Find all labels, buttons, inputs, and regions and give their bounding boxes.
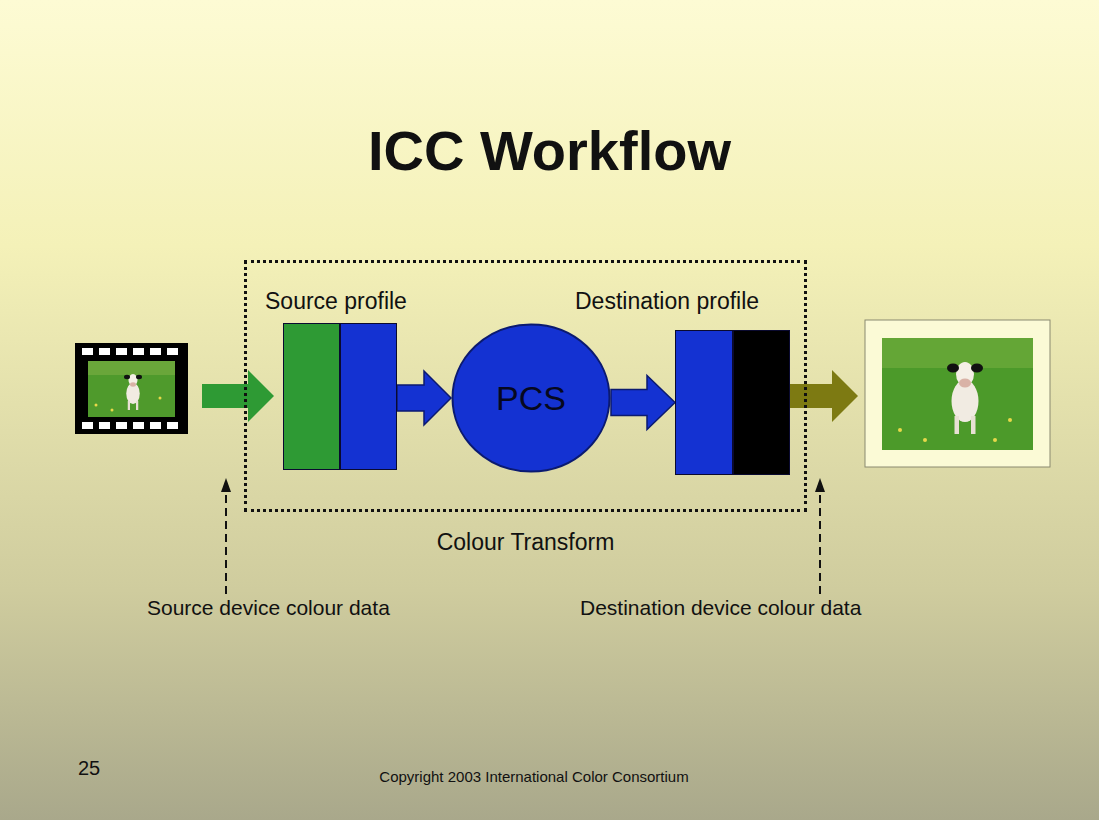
data-label: Destination device colour data bbox=[580, 596, 861, 620]
profile-block bbox=[283, 323, 340, 470]
print-image bbox=[865, 320, 1050, 467]
arrow-shape bbox=[397, 371, 451, 425]
circle-label: PCS bbox=[496, 379, 566, 418]
film-strip bbox=[75, 343, 188, 434]
profile-box: Source profile bbox=[265, 287, 411, 470]
frame-label: Colour Transform bbox=[247, 529, 804, 556]
arrow-shape bbox=[611, 376, 675, 430]
block-arrow bbox=[611, 376, 675, 430]
output-arrow bbox=[788, 370, 858, 422]
profile-block bbox=[340, 323, 397, 470]
profile-block bbox=[675, 330, 733, 475]
block-arrow bbox=[397, 371, 451, 425]
slide-title: ICC Workflow bbox=[0, 118, 1099, 183]
transform-frame: Colour TransformSource profilePCSDestina… bbox=[244, 260, 807, 512]
profile-box: Destination profile bbox=[575, 287, 790, 475]
pointer-head bbox=[221, 478, 231, 492]
data-label: Source device colour data bbox=[147, 596, 390, 620]
profile-heading: Destination profile bbox=[575, 287, 790, 315]
pointer-head bbox=[815, 478, 825, 492]
input-arrow bbox=[202, 370, 274, 422]
copyright-note: Copyright 2003 International Color Conso… bbox=[0, 768, 1068, 785]
profile-heading: Source profile bbox=[265, 287, 411, 315]
profile-blocks bbox=[283, 323, 397, 470]
pointer-line bbox=[226, 490, 820, 594]
profile-block bbox=[733, 330, 791, 475]
profile-blocks bbox=[675, 330, 790, 475]
slide-number: 25 bbox=[78, 757, 100, 780]
pcs-circle: PCS bbox=[451, 323, 611, 473]
